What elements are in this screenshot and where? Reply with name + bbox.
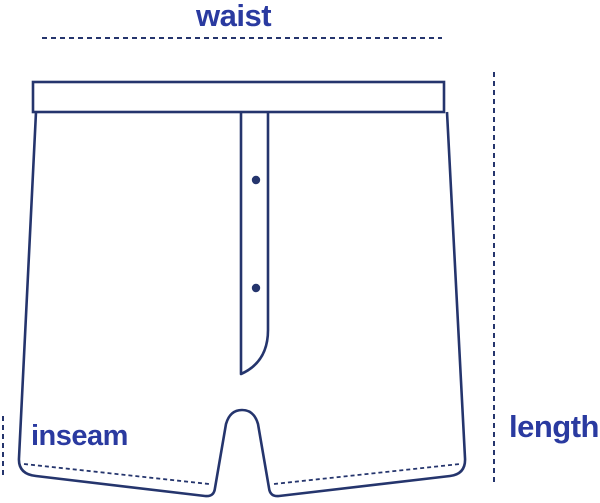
left-leg-hem-stitch bbox=[23, 463, 210, 485]
right-leg-hem-stitch bbox=[273, 463, 461, 485]
waistband bbox=[31, 80, 446, 114]
length-label: length bbox=[509, 409, 600, 444]
waist-label: waist bbox=[196, 0, 272, 33]
shorts-body-outline bbox=[17, 111, 467, 498]
fly-button-bottom bbox=[251, 283, 261, 293]
inseam-label: inseam bbox=[31, 420, 128, 452]
fly-placket bbox=[239, 112, 270, 376]
fly-button-top bbox=[251, 175, 261, 185]
